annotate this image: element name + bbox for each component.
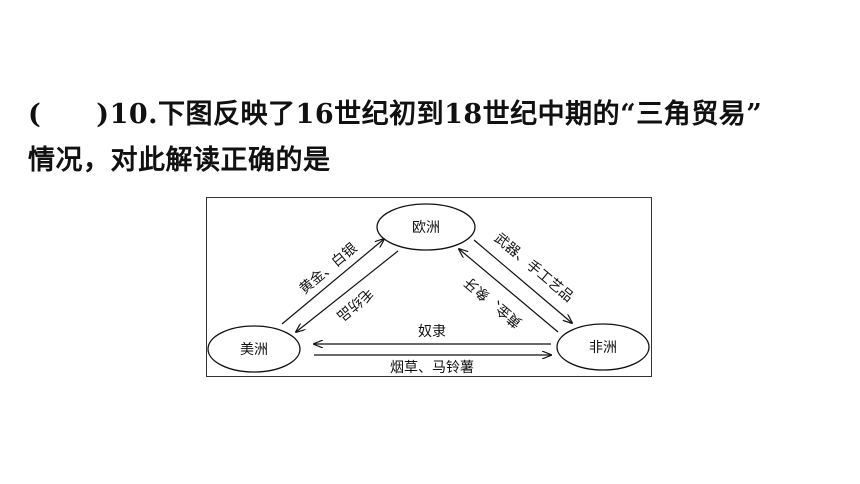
node-africa-label: 非洲	[589, 340, 617, 356]
node-america-label: 美洲	[240, 342, 268, 358]
arrow-america-to-europe	[281, 239, 384, 325]
triangle-trade-svg: 欧洲 美洲 非洲 黄金、白银 毛纺品 武器、手工艺品 黄金、象牙 奴隶 烟草、马…	[206, 197, 652, 377]
answer-blank-open: (	[28, 99, 42, 130]
node-europe: 欧洲	[376, 203, 476, 251]
label-america-to-africa: 烟草、马铃薯	[390, 360, 474, 376]
node-europe-label: 欧洲	[412, 220, 440, 236]
arrow-europe-to-america	[296, 250, 399, 332]
question-line-2: 情况，对此解读正确的是	[28, 145, 331, 176]
answer-blank-close: )	[96, 99, 110, 130]
question-line-1: ()10.下图反映了16世纪初到18世纪中期的“三角贸易”	[28, 92, 838, 138]
node-africa: 非洲	[556, 323, 650, 371]
question-stem-part1: 10.下图反映了16世纪初到18世纪中期的“三角贸易”	[109, 99, 763, 130]
arrow-africa-to-europe	[459, 249, 559, 333]
label-africa-to-america: 奴隶	[418, 323, 446, 340]
triangle-trade-diagram: 欧洲 美洲 非洲 黄金、白银 毛纺品 武器、手工艺品 黄金、象牙 奴隶 烟草、马…	[206, 197, 652, 377]
arrow-europe-to-africa	[473, 239, 572, 323]
node-america: 美洲	[207, 325, 301, 373]
question-text: ()10.下图反映了16世纪初到18世纪中期的“三角贸易” 情况，对此解读正确的…	[28, 92, 838, 184]
